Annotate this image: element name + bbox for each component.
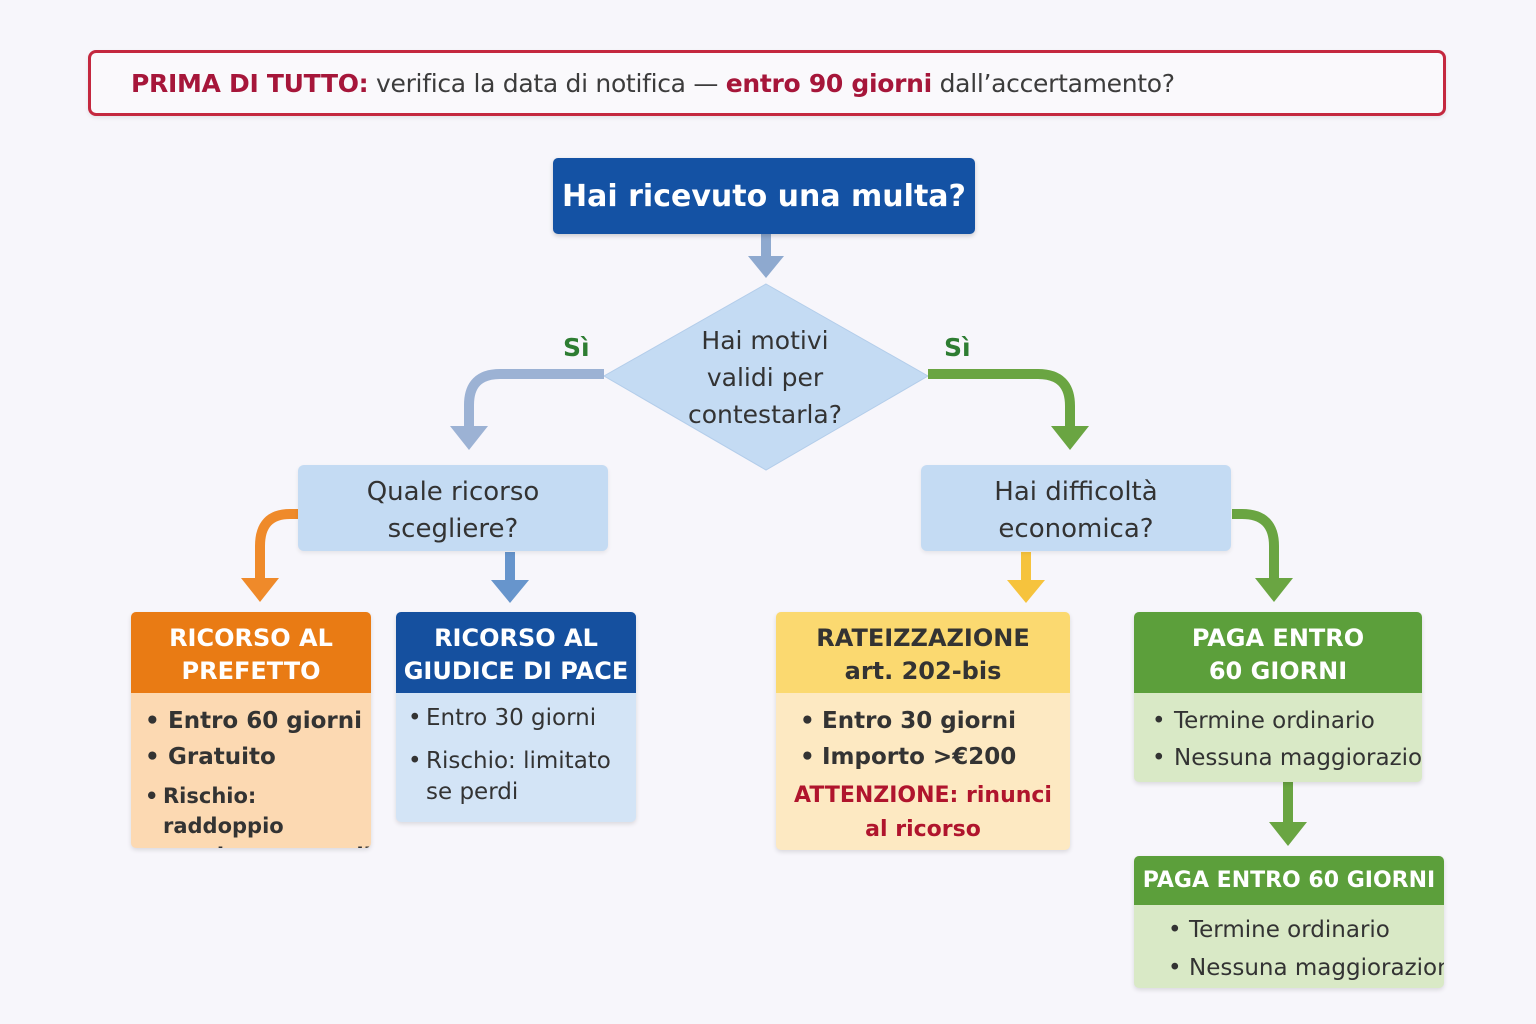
- list-item: Entro 30 giorni: [396, 703, 636, 734]
- start-label: Hai ricevuto una multa?: [562, 178, 966, 214]
- arrow-start-to-decision: [748, 234, 784, 278]
- banner-text-end: dall’accertamento?: [931, 68, 1175, 98]
- question-line: Quale ricorso: [366, 477, 540, 507]
- decision-line: validi per: [706, 363, 824, 392]
- card-ricorso-giudice: RICORSO AL GIUDICE DI PACE Entro 30 gior…: [396, 612, 636, 822]
- list-item: Gratuito: [131, 739, 371, 775]
- warning-prefix: ATTENZIONE:: [794, 783, 959, 808]
- decision-line: contestarla?: [687, 400, 843, 429]
- list-item: Entro 60 giorni: [131, 703, 371, 739]
- list-item: Rischio: raddoppio sanzione se perdi: [131, 781, 371, 848]
- list-item: Termine ordinario: [1134, 703, 1422, 740]
- card-title: PAGA ENTRO 60 GIORNI: [1134, 612, 1422, 693]
- list-item: Nessuna maggiorazione: [1134, 949, 1444, 987]
- card-title: RATEIZZAZIONE art. 202-bis: [776, 612, 1070, 693]
- arrow-to-giudice: [491, 552, 529, 603]
- list-item: Entro 30 giorni: [776, 703, 1070, 739]
- list-item: Termine ordinario: [1134, 911, 1444, 949]
- yes-label-right: Sì: [944, 333, 971, 362]
- question-which-appeal: Quale ricorso scegliere?: [298, 465, 608, 551]
- deadline-banner: PRIMA DI TUTTO: verifica la data di noti…: [88, 50, 1446, 116]
- card-ricorso-prefetto: RICORSO AL PREFETTO Entro 60 giorni Grat…: [131, 612, 371, 848]
- card-title-line: art. 202-bis: [844, 657, 1002, 685]
- banner-prefix: PRIMA DI TUTTO:: [131, 68, 369, 98]
- question-line: economica?: [998, 514, 1154, 544]
- card-body: Entro 30 giorni Rischio: limitato se per…: [396, 693, 636, 808]
- banner-highlight: entro 90 giorni: [725, 68, 933, 98]
- warning-text: rinunci al ricorso: [865, 783, 1060, 842]
- card-paga-entro-60-repeat: PAGA ENTRO 60 GIORNI Termine ordinario N…: [1134, 856, 1444, 988]
- arrow-paga-to-repeat: [1269, 782, 1307, 846]
- card-title-line: RATEIZZAZIONE: [816, 624, 1030, 652]
- card-title: RICORSO AL GIUDICE DI PACE: [396, 612, 636, 693]
- card-title-line: PREFETTO: [181, 657, 321, 685]
- yes-label-left: Sì: [563, 333, 590, 362]
- card-title-line: GIUDICE DI PACE: [403, 657, 629, 685]
- card-title-line: 60 GIORNI: [1208, 657, 1348, 685]
- arrow-decision-to-left: [450, 369, 604, 450]
- list-item: Importo >€200: [776, 739, 1070, 775]
- card-title: PAGA ENTRO 60 GIORNI: [1134, 856, 1444, 905]
- card-paga-entro-60: PAGA ENTRO 60 GIORNI Termine ordinario N…: [1134, 612, 1422, 782]
- warning-note: ATTENZIONE: rinunci al ricorso: [776, 779, 1070, 847]
- card-body: Termine ordinario Nessuna maggiorazione: [1134, 905, 1444, 987]
- card-title-line: RICORSO AL: [434, 624, 598, 652]
- question-line: Hai difficoltà: [994, 477, 1158, 507]
- question-line: scegliere?: [387, 514, 519, 544]
- arrow-decision-to-right: [928, 369, 1089, 450]
- card-title: RICORSO AL PREFETTO: [131, 612, 371, 693]
- start-node: Hai ricevuto una multa?: [553, 158, 975, 234]
- question-economic-difficulty: Hai difficoltà economica?: [921, 465, 1231, 551]
- card-body: Termine ordinario Nessuna maggiorazione: [1134, 693, 1422, 777]
- decision-diamond: [602, 283, 930, 471]
- card-body: Entro 60 giorni Gratuito Rischio: raddop…: [131, 693, 371, 848]
- card-title-line: PAGA ENTRO: [1191, 624, 1365, 652]
- arrow-to-paga: [1232, 509, 1293, 602]
- card-title-line: RICORSO AL: [169, 624, 333, 652]
- banner-text: verifica la data di notifica —: [368, 68, 726, 98]
- decision-line: Hai motivi: [701, 326, 829, 355]
- arrow-to-prefetto: [241, 509, 298, 602]
- list-item: Nessuna maggiorazione: [1134, 740, 1422, 777]
- decision-question: Hai motivi validi per contestarla?: [660, 322, 870, 433]
- arrow-to-rateizzazione: [1007, 552, 1045, 603]
- card-rateizzazione: RATEIZZAZIONE art. 202-bis Entro 30 gior…: [776, 612, 1070, 850]
- list-item: Rischio: limitato se perdi: [396, 746, 636, 808]
- card-body: Entro 30 giorni Importo >€200 ATTENZIONE…: [776, 693, 1070, 847]
